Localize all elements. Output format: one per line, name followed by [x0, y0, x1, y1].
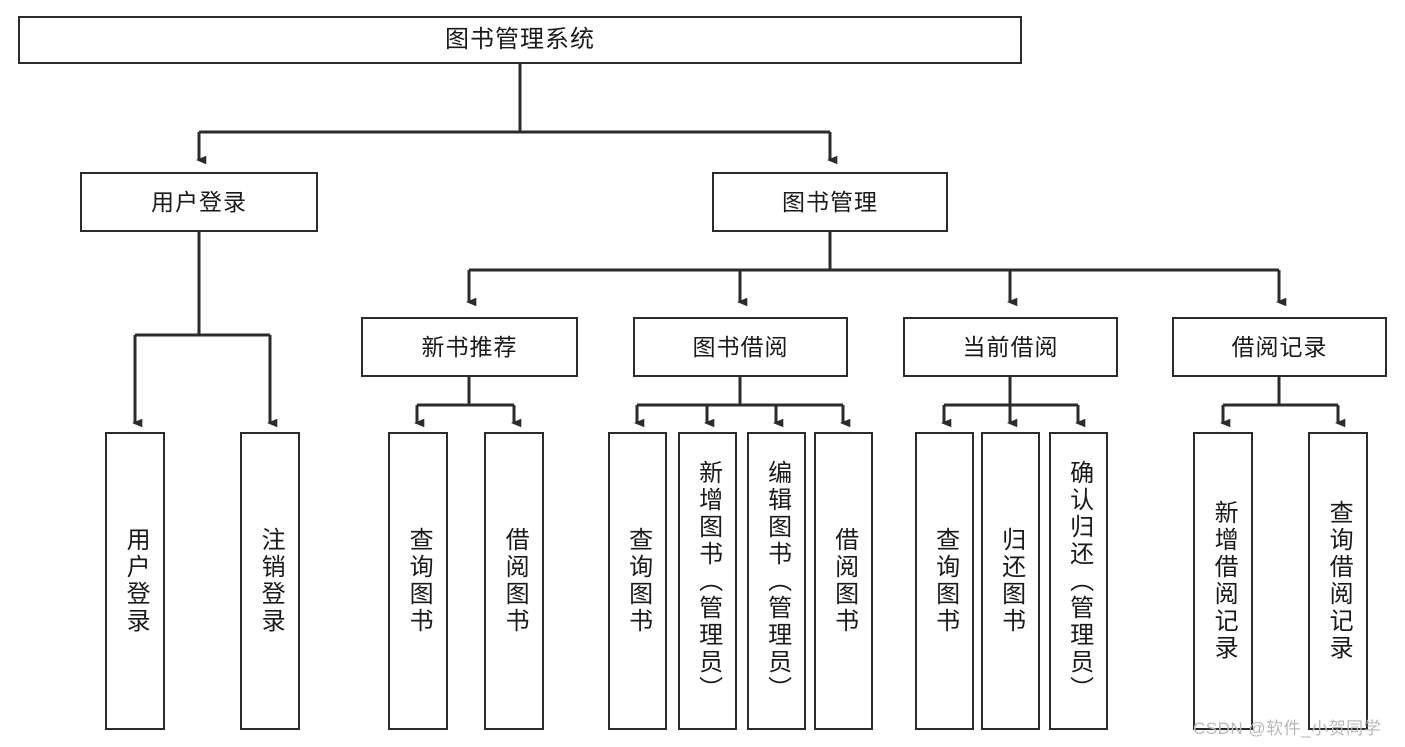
csdn-watermark: CSDN @软件_小贺同学 [1193, 719, 1382, 738]
node-label: 图书借阅 [692, 333, 789, 360]
node-borrow-record[interactable]: 借阅记录 [1172, 317, 1387, 377]
node-label: 图书管理 [782, 188, 878, 215]
node-label: 编辑图书（管理员） [763, 459, 791, 703]
node-label: 归还图书 [997, 527, 1025, 635]
node-label: 查询图书 [405, 527, 433, 635]
node-leaf-edit-book[interactable]: 编辑图书（管理员） [747, 432, 806, 730]
node-user-login[interactable]: 用户登录 [80, 172, 318, 232]
node-label: 新增图书（管理员） [694, 459, 722, 703]
node-new-book-recommend[interactable]: 新书推荐 [361, 317, 578, 377]
node-leaf-borrow-book-1[interactable]: 借阅图书 [484, 432, 544, 730]
node-label: 注销登录 [257, 527, 285, 635]
node-label: 查询图书 [624, 527, 652, 635]
node-leaf-logout-login[interactable]: 注销登录 [240, 432, 300, 730]
node-book-manage[interactable]: 图书管理 [712, 172, 948, 232]
node-leaf-query-book-1[interactable]: 查询图书 [388, 432, 448, 730]
node-label: 当前借阅 [962, 333, 1059, 360]
node-label: 新书推荐 [421, 333, 518, 360]
node-leaf-confirm-return[interactable]: 确认归还（管理员） [1049, 432, 1108, 730]
node-leaf-add-book[interactable]: 新增图书（管理员） [678, 432, 737, 730]
node-leaf-user-login[interactable]: 用户登录 [105, 432, 165, 730]
node-leaf-return-book[interactable]: 归还图书 [981, 432, 1040, 730]
node-root-book-management-system[interactable]: 图书管理系统 [18, 16, 1022, 64]
node-leaf-query-book-3[interactable]: 查询图书 [915, 432, 974, 730]
node-label: 查询图书 [931, 527, 959, 635]
node-label: 用户登录 [151, 188, 247, 215]
node-leaf-borrow-book-2[interactable]: 借阅图书 [814, 432, 873, 730]
node-label: 查询借阅记录 [1325, 500, 1353, 662]
node-label: 新增借阅记录 [1210, 500, 1238, 662]
node-book-borrow[interactable]: 图书借阅 [633, 317, 848, 377]
node-label: 确认归还（管理员） [1065, 459, 1093, 703]
node-label: 借阅图书 [830, 527, 858, 635]
node-label: 用户登录 [122, 527, 150, 635]
node-label: 图书管理系统 [445, 26, 595, 54]
node-label: 借阅记录 [1231, 333, 1328, 360]
node-leaf-query-book-2[interactable]: 查询图书 [608, 432, 667, 730]
node-leaf-query-record[interactable]: 查询借阅记录 [1308, 432, 1368, 730]
node-current-borrow[interactable]: 当前借阅 [903, 317, 1118, 377]
node-label: 借阅图书 [501, 527, 529, 635]
node-leaf-add-record[interactable]: 新增借阅记录 [1193, 432, 1253, 730]
